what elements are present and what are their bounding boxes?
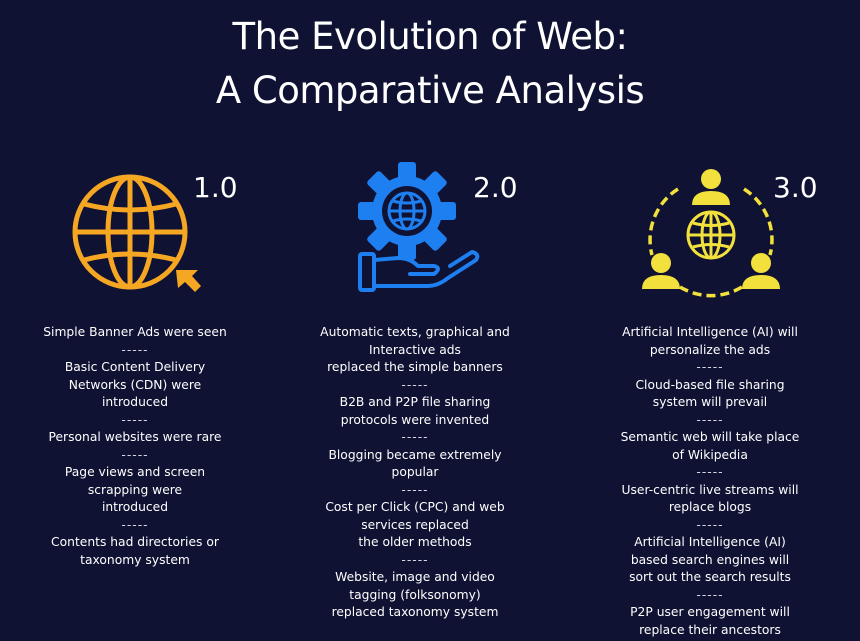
feature-line: Basic Content Delivery <box>64 360 206 374</box>
feature-line: B2B and P2P file sharing <box>339 395 491 409</box>
feature-line: protocols were invented <box>340 412 490 427</box>
separator: ----- <box>401 377 429 392</box>
feature-line: P2P user engagement will <box>630 605 790 619</box>
feature-line: replaced taxonomy system <box>331 605 499 619</box>
feature-line: Automatic texts, graphical and <box>320 325 510 339</box>
feature-line: scrapping were <box>87 482 183 497</box>
feature-line: tagging (folksonomy) <box>349 587 481 602</box>
feature-line: replace their ancestors <box>639 622 781 637</box>
feature-line: popular <box>391 465 439 479</box>
separator: ----- <box>696 412 724 427</box>
separator: ----- <box>121 517 149 532</box>
separator: ----- <box>696 517 724 532</box>
feature-line: User-centric live streams will <box>621 482 799 497</box>
separator: ----- <box>696 360 724 374</box>
feature-line: Cloud-based file sharing <box>635 377 785 392</box>
feature-line: Networks (CDN) were <box>68 377 202 392</box>
page-title-line-1: The Evolution of Web: <box>232 15 628 58</box>
feature-line: Artificial Intelligence (AI) <box>634 535 786 549</box>
feature-line: personalize the ads <box>649 342 771 357</box>
feature-line: Simple Banner Ads were seen <box>43 325 227 339</box>
separator: ----- <box>696 587 724 602</box>
feature-line: Interactive ads <box>369 342 461 357</box>
separator: ----- <box>401 430 429 444</box>
column-web-3: Artificial Intelligence (AI) will persona… <box>575 324 845 639</box>
feature-line: based search engines will <box>630 552 790 567</box>
feature-line: replace blogs <box>668 500 752 514</box>
version-label-1: 1.0 <box>193 171 238 204</box>
separator: ----- <box>121 342 149 357</box>
feature-line: Semantic web will take place <box>620 430 800 444</box>
feature-line: Cost per Click (CPC) and web <box>325 500 505 514</box>
feature-line: Page views and screen <box>64 465 206 479</box>
feature-line: Personal websites were rare <box>48 430 222 444</box>
separator: ----- <box>696 465 724 479</box>
feature-line: introduced <box>101 500 169 514</box>
feature-line: Blogging became extremely <box>328 447 502 462</box>
version-label-2: 2.0 <box>473 171 518 204</box>
separator: ----- <box>121 412 149 427</box>
feature-line: Artificial Intelligence (AI) will <box>622 325 798 339</box>
feature-line: taxonomy system <box>80 552 190 567</box>
feature-line: sort out the search results <box>629 570 791 584</box>
feature-line: the older methods <box>358 535 472 549</box>
hand-gear-globe-icon <box>358 162 480 292</box>
feature-line: Website, image and video <box>335 570 495 584</box>
column-web-1: Simple Banner Ads were seen ----- Basic Co… <box>0 324 270 569</box>
globe-cursor-icon <box>72 174 201 292</box>
feature-line: of Wikipedia <box>672 447 748 462</box>
feature-line: system will prevail <box>652 395 768 409</box>
separator: ----- <box>401 482 429 497</box>
network-users-globe-icon <box>642 169 780 298</box>
feature-line: replaced the simple banners <box>327 360 503 374</box>
feature-line: introduced <box>101 395 169 409</box>
separator: ----- <box>121 447 149 462</box>
page-title-line-2: A Comparative Analysis <box>215 69 645 112</box>
version-label-3: 3.0 <box>773 171 818 204</box>
feature-line: services replaced <box>361 517 469 532</box>
feature-line: Contents had directories or <box>51 535 219 549</box>
separator: ----- <box>401 552 429 567</box>
